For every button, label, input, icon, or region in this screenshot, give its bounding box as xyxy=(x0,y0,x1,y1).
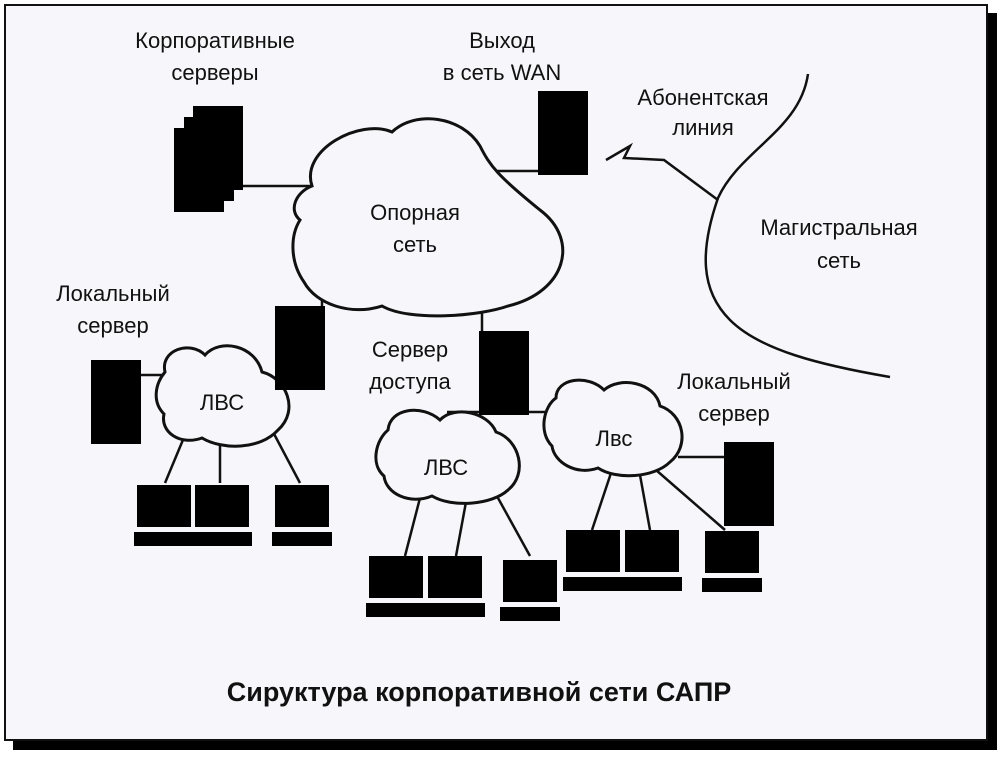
wan-exit-label-2: в сеть WAN xyxy=(443,60,561,85)
lan-left-cloud xyxy=(154,344,291,448)
trunk-net-label-1: Магистральная xyxy=(760,215,917,240)
backbone-net-label-1: Опорная xyxy=(370,200,460,225)
local-server-left xyxy=(91,360,141,444)
backbone-net-label-2: сеть xyxy=(393,232,437,257)
access-server-label-1: Сервер xyxy=(372,337,448,362)
lan-right-label: Лвс xyxy=(596,426,633,451)
subscriber-line xyxy=(605,142,719,202)
local-server-left-label-2: сервер xyxy=(77,313,148,338)
subscriber-line-label-2: линия xyxy=(672,115,733,140)
local-server-right-label-2: сервер xyxy=(698,401,769,426)
lan-right-cloud xyxy=(542,378,684,478)
corporate-servers xyxy=(174,106,243,212)
corporate-servers-label-1: Корпоративные xyxy=(135,28,295,53)
local-server-left-label-1: Локальный xyxy=(56,281,170,306)
trunk-net-label-2: сеть xyxy=(817,248,861,273)
access-server xyxy=(479,331,529,415)
subscriber-line-label-1: Абонентская xyxy=(637,85,768,110)
backbone-network-cloud xyxy=(291,117,565,318)
diagram-title: Сируктура корпоративной сети САПР xyxy=(227,677,731,707)
lan-center-cloud xyxy=(374,408,521,505)
wan-gateway-server xyxy=(538,91,588,175)
trunk-network-line xyxy=(704,73,891,379)
workstations xyxy=(134,485,762,621)
corporate-servers-label-2: серверы xyxy=(171,60,258,85)
lan-left-label: ЛВС xyxy=(200,390,244,415)
lan-center-label: ЛВС xyxy=(424,455,468,480)
local-server-right xyxy=(724,442,774,526)
wan-exit-label-1: Выход xyxy=(469,28,535,53)
local-server-right-label-1: Локальный xyxy=(677,369,791,394)
backbone-server xyxy=(275,306,325,390)
access-server-label-2: доступа xyxy=(369,369,451,394)
